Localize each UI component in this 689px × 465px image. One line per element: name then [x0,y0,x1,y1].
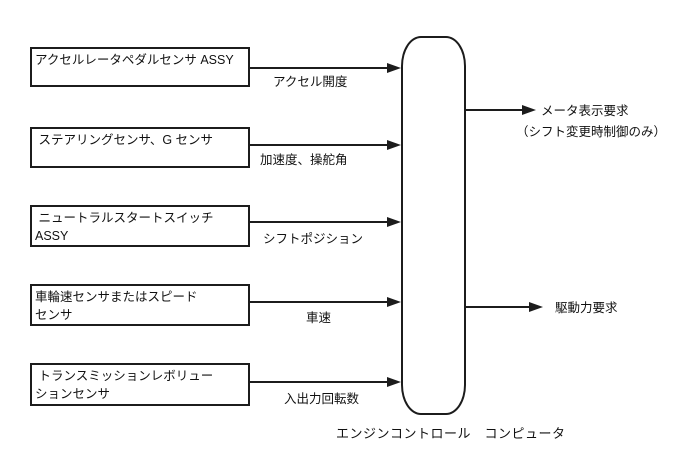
source-box-accelerator-pedal-sensor: アクセルレータペダルセンサ ASSY [30,47,250,87]
source-box-wheel-speed-sensor: 車輪速センサまたはスピード センサ [30,284,250,326]
source-box-steering-g-sensor: ステアリングセンサ、G センサ [30,127,250,168]
signal-label-vehicle-speed: 車速 [306,311,332,325]
output-label-driving-force-request: 駆動力要求 [555,301,618,315]
output-arrowhead-icon-1 [522,105,536,115]
output-arrow-line-1 [466,109,524,111]
input-arrowhead-icon-5 [387,377,401,387]
engine-control-computer-caption: エンジンコントロール コンピュータ [336,426,566,441]
output-arrowhead-icon-2 [529,302,543,312]
input-arrow-line-5 [250,381,389,383]
signal-label-shift-position: シフトポジション [263,232,364,246]
input-arrow-line-4 [250,301,389,303]
signal-label-accel-opening: アクセル開度 [273,75,348,89]
engine-control-computer-box [401,36,466,415]
input-arrowhead-icon-1 [387,63,401,73]
input-arrowhead-icon-3 [387,217,401,227]
input-arrowhead-icon-2 [387,140,401,150]
input-arrow-line-1 [250,67,389,69]
signal-label-io-rotation-speed: 入出力回転数 [284,392,360,406]
input-arrowhead-icon-4 [387,297,401,307]
output-note-shift-change-control-only: （シフト変更時制御のみ） [516,125,667,139]
signal-label-acceleration-steering-angle: 加速度、操舵角 [260,153,348,167]
input-arrow-line-3 [250,221,389,223]
input-arrow-line-2 [250,144,389,146]
source-box-transmission-revolution-sensor: トランスミッションレボリュー ションセンサ [30,363,250,406]
output-arrow-line-2 [466,306,531,308]
output-label-meter-display-request: メータ表示要求 [541,104,629,118]
source-box-neutral-start-switch: ニュートラルスタートスイッチ ASSY [30,205,250,247]
